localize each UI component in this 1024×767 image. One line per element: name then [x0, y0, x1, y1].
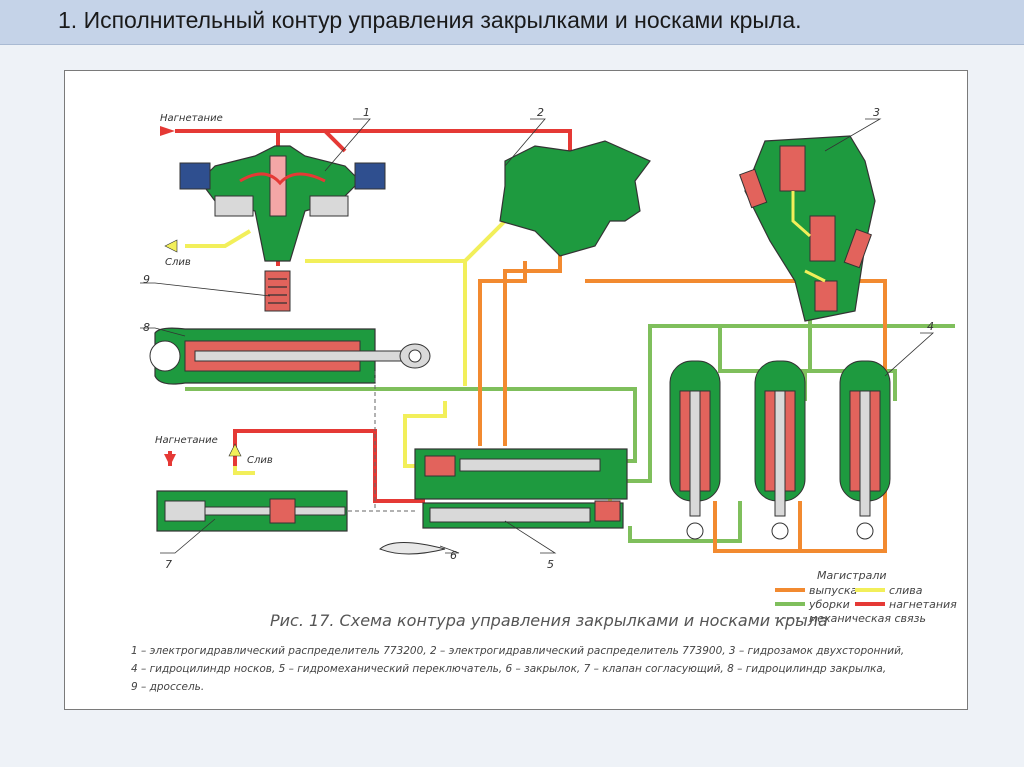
component-number-5: 5	[547, 558, 554, 571]
leader-lines	[140, 118, 935, 554]
diagram-figure: Нагнетание Слив Нагнетание Слив 1 2 3 4 …	[64, 70, 968, 710]
extend-lines	[478, 251, 887, 553]
legend: Магистрали выпуска слива уборки нагнетан…	[775, 569, 957, 625]
pressure-inlet-arrow-bottom	[164, 454, 176, 466]
slat-cylinder-a	[669, 360, 721, 540]
drain-label-left: Слив	[165, 257, 191, 268]
pressure-inlet-arrow-top	[160, 126, 175, 136]
hydromechanical-switch	[414, 448, 628, 529]
legend-extend: выпуска	[809, 584, 858, 597]
matching-valve	[156, 490, 348, 532]
legend-pressure: нагнетания	[889, 598, 957, 611]
distributor-773200	[179, 145, 386, 262]
component-number-3: 3	[873, 106, 880, 119]
figure-caption-title: Рис. 17. Схема контура управления закрыл…	[270, 611, 828, 630]
component-number-9: 9	[143, 273, 150, 286]
slat-cylinder-c	[839, 360, 891, 540]
component-number-8: 8	[143, 321, 150, 334]
hydraulic-schematic: Нагнетание Слив Нагнетание Слив 1 2 3 4 …	[131, 106, 957, 693]
distributor-773900	[499, 140, 651, 257]
slat-cylinder-b	[754, 360, 806, 540]
slat-cylinders	[669, 360, 891, 540]
figure-caption-line-1: 1 – электрогидравлический распределитель…	[131, 645, 904, 657]
component-number-1: 1	[363, 106, 370, 119]
component-number-6: 6	[450, 549, 457, 562]
throttle	[264, 270, 291, 312]
drain-outlet-arrow-left	[164, 239, 178, 253]
figure-caption-line-2: 4 – гидроцилиндр носков, 5 – гидромехани…	[131, 663, 886, 675]
component-number-4: 4	[927, 320, 934, 333]
drain-label-bottom: Слив	[247, 455, 273, 466]
legend-drain: слива	[889, 584, 923, 597]
component-number-2: 2	[537, 106, 544, 119]
flap-cylinder	[149, 327, 431, 385]
hydraulic-lock	[739, 135, 876, 322]
slide-title-bar: 1. Исполнительный контур управления закр…	[0, 0, 1024, 45]
flap	[379, 542, 446, 555]
component-number-7: 7	[165, 558, 172, 571]
legend-retract: уборки	[808, 598, 850, 611]
legend-mechanical: механическая связь	[809, 612, 926, 625]
drain-outlet-arrow-bottom	[228, 443, 242, 457]
pressure-label-top: Нагнетание	[160, 113, 223, 124]
figure-caption-line-3: 9 – дроссель.	[131, 681, 204, 693]
mechanical-links	[348, 371, 415, 512]
legend-title: Магистрали	[817, 569, 887, 582]
pressure-label-bottom: Нагнетание	[155, 435, 218, 446]
slide-title: 1. Исполнительный контур управления закр…	[58, 7, 802, 33]
drain-lines	[185, 219, 612, 511]
flow-arrows	[160, 126, 242, 466]
